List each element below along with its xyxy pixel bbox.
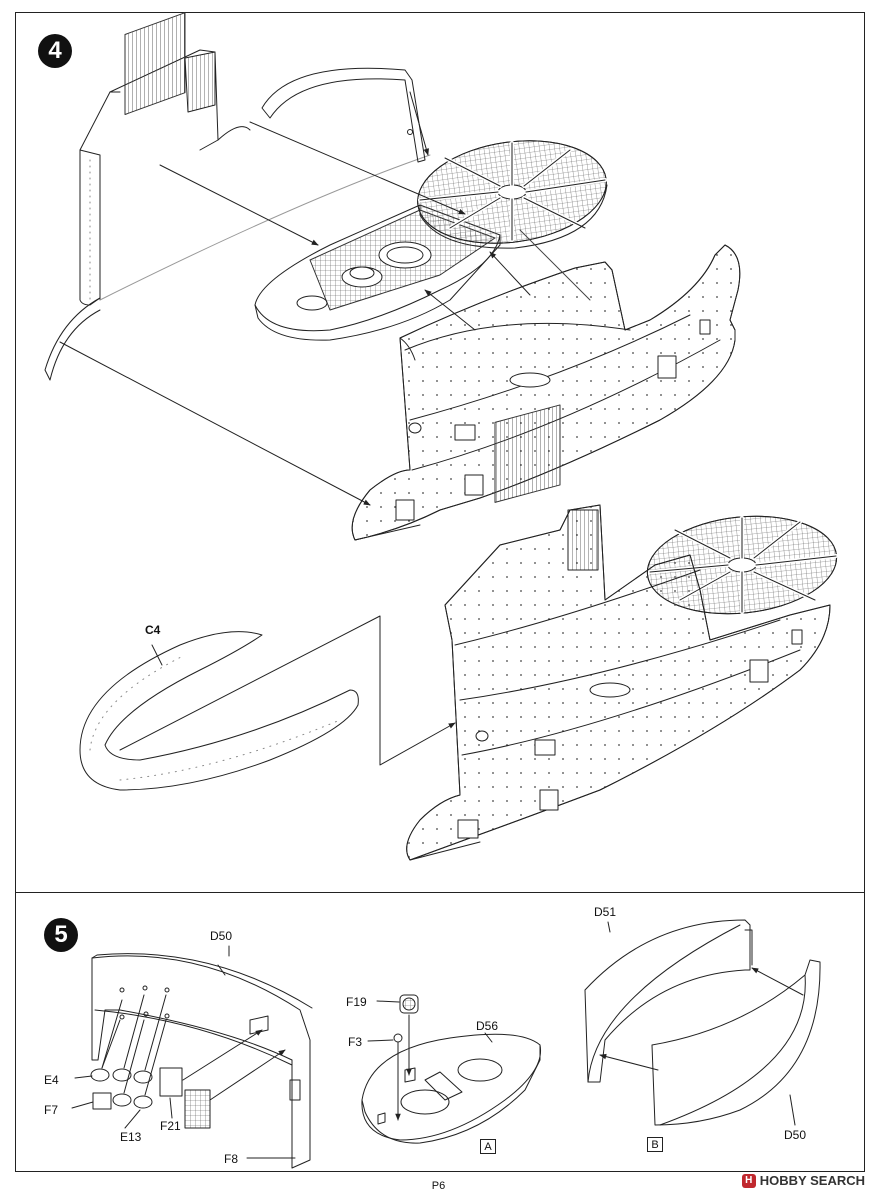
section-divider: [15, 892, 865, 893]
watermark: H HOBBY SEARCH: [741, 1173, 865, 1188]
reference-box-a: A: [480, 1139, 496, 1154]
outer-hull-shell: [352, 245, 740, 540]
label-e4: E4: [44, 1073, 59, 1087]
part-c4: [80, 616, 456, 790]
assembled-hull: [407, 405, 842, 860]
rear-wall-piece: [262, 68, 425, 162]
reference-box-b: B: [647, 1137, 663, 1152]
label-f19: F19: [346, 995, 367, 1009]
label-d50-bottom: D50: [784, 1128, 807, 1142]
d51-d50-assembly: [585, 920, 820, 1125]
step4-exploded-view: [45, 13, 841, 860]
label-e13: E13: [120, 1130, 142, 1144]
step-number-4: 4: [38, 34, 72, 68]
label-d50-top: D50: [210, 929, 233, 943]
page-frame: [15, 12, 865, 1172]
watermark-text: HOBBY SEARCH: [759, 1173, 865, 1188]
label-d51: D51: [594, 905, 617, 919]
e4-part-group: [91, 986, 169, 1108]
hobby-search-logo-icon: H: [741, 1173, 756, 1188]
inner-left-wall: [45, 13, 430, 380]
label-f7: F7: [44, 1103, 59, 1117]
step-number-5: 5: [44, 918, 78, 952]
label-d56: D56: [476, 1019, 499, 1033]
assembly-arrows: [60, 92, 590, 505]
label-f21: F21: [160, 1119, 181, 1133]
label-f8: F8: [224, 1152, 239, 1166]
page-number: P6: [431, 1180, 446, 1192]
round-platform: [411, 129, 613, 254]
label-f3: F3: [348, 1035, 363, 1049]
d50-shell-assembly: [72, 946, 312, 1168]
label-c4: C4: [145, 623, 161, 637]
step5-assemblies: [72, 920, 820, 1168]
d56-floor-assembly: [362, 995, 541, 1143]
